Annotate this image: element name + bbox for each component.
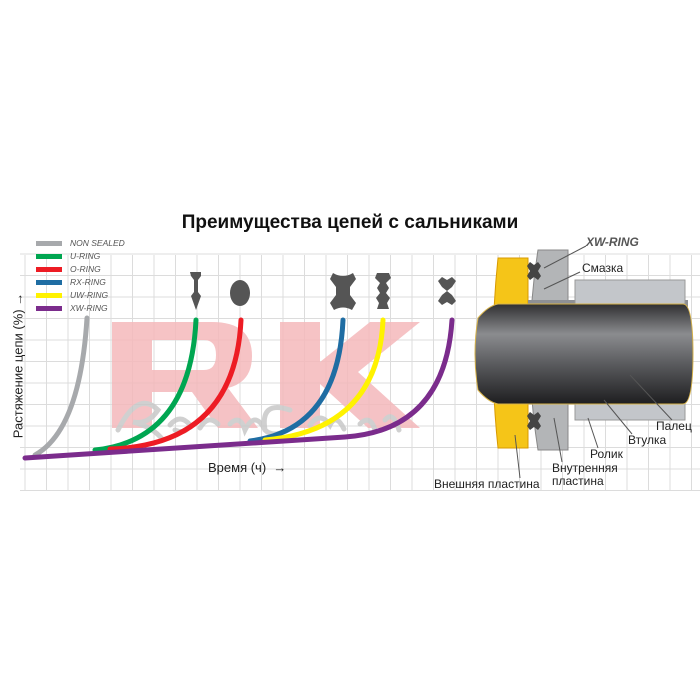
u-ring-profile-icon (190, 272, 201, 310)
curve-u-ring (92, 317, 199, 453)
uw-ring-profile-icon (375, 273, 391, 309)
label-bushing: Втулка (628, 433, 667, 447)
legend-label: UW-RING (70, 290, 109, 300)
legend-swatch (36, 240, 62, 246)
y-axis-label-text: Растяжение цепи (%) (10, 309, 26, 439)
label-xw-ring: XW-RING (586, 235, 639, 249)
xw-ring-profile-icon (438, 277, 456, 305)
legend-label: O-RING (70, 264, 101, 274)
y-axis-label: Растяжение цепи (%) → (11, 286, 26, 446)
legend-label: RX-RING (70, 277, 106, 287)
legend-label: NON SEALED (70, 238, 125, 248)
legend-swatch (36, 305, 62, 311)
x-axis-label: Время (ч) → (208, 460, 286, 475)
label-pin: Палец (656, 419, 692, 433)
xw-ring-seal-top (527, 262, 541, 280)
legend-swatch (36, 266, 62, 272)
label-inner-plate-line2: пластина (552, 474, 604, 488)
legend-label: XW-RING (70, 303, 108, 313)
legend-item: RX-RING (36, 277, 106, 287)
curve-rx-ring (247, 317, 346, 444)
legend-item: XW-RING (36, 303, 108, 313)
label-outer-plate: Внешняя пластина (434, 477, 540, 491)
legend-item: NON SEALED (36, 238, 125, 248)
o-ring-profile-icon (230, 280, 250, 306)
legend-swatch (36, 292, 62, 298)
label-roller: Ролик (590, 447, 623, 461)
legend-swatch (36, 253, 62, 259)
seal-profiles (190, 272, 456, 310)
rk-watermark-logo (112, 322, 420, 428)
legend-label: U-RING (70, 251, 101, 261)
curve-o-ring (107, 317, 244, 452)
legend-item: U-RING (36, 251, 100, 261)
x-axis-arrow: → (273, 460, 287, 475)
curve-xw-ring (22, 317, 455, 461)
curve-non-sealed (32, 315, 90, 458)
pin (474, 303, 694, 405)
xw-ring-seal-bottom (527, 412, 541, 430)
curve-uw-ring (262, 317, 386, 443)
label-grease: Смазка (582, 261, 624, 275)
label-inner-plate-line1: Внутренняя (552, 461, 618, 475)
x-axis-label-text: Время (ч) (208, 460, 267, 475)
roller-top (574, 279, 686, 305)
chain-cross-section (474, 245, 694, 479)
legend-swatch (36, 279, 62, 285)
y-axis-arrow: → (10, 292, 26, 306)
legend-item: O-RING (36, 264, 101, 274)
page-title: Преимущества цепей с сальниками (181, 212, 519, 233)
legend-item: UW-RING (36, 290, 108, 300)
rx-ring-profile-icon (330, 273, 356, 310)
